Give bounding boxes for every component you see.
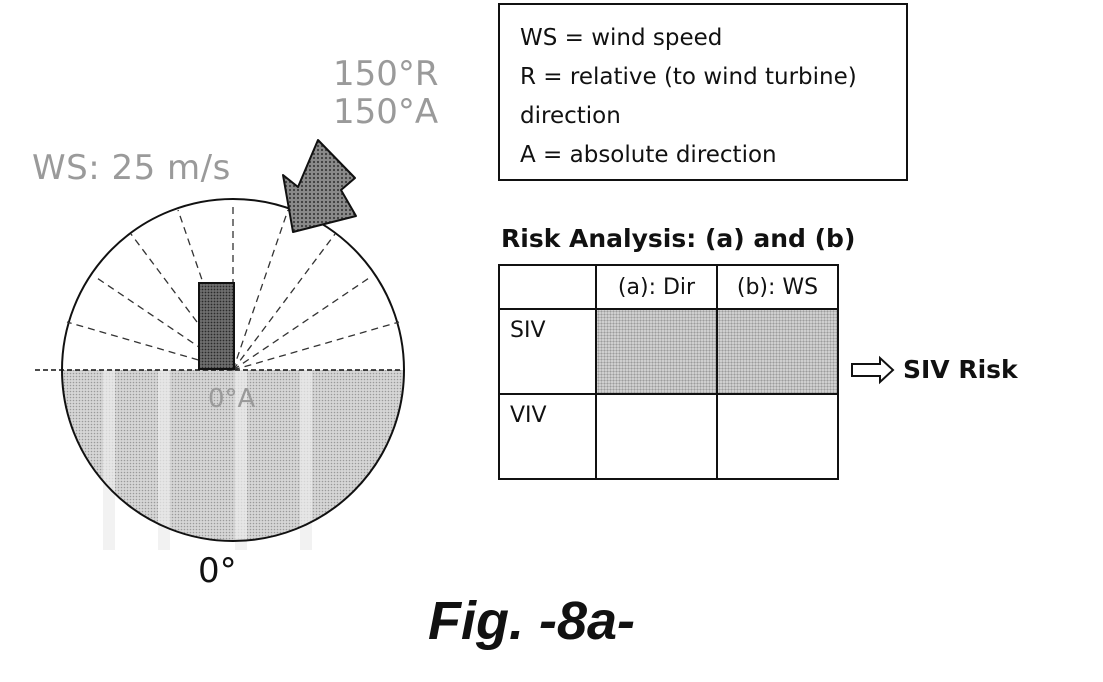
- row-label: SIV: [499, 309, 596, 394]
- turbine-bar: [199, 283, 234, 369]
- table-header-row: (a): Dir (b): WS: [499, 265, 838, 309]
- legend-line: direction: [520, 97, 886, 136]
- table-row: VIV: [499, 394, 838, 479]
- table-header-cell: (b): WS: [717, 265, 838, 309]
- table-header-cell: [499, 265, 596, 309]
- legend-line: A = absolute direction: [520, 136, 886, 175]
- zero-degree-label: 0°: [198, 551, 237, 591]
- row-label: VIV: [499, 394, 596, 479]
- wind-speed-label: WS: 25 m/s: [32, 148, 231, 188]
- legend-box: WS = wind speed R = relative (to wind tu…: [498, 3, 908, 181]
- absolute-direction-label: 150°A: [333, 94, 438, 130]
- result-arrow: [852, 358, 893, 382]
- table-row: SIV: [499, 309, 838, 394]
- figure-caption: Fig. -8a-: [428, 590, 635, 652]
- risk-cell-shaded: [717, 309, 838, 394]
- zero-absolute-label: 0°A: [208, 384, 255, 414]
- wind-direction-arrow: [283, 140, 356, 232]
- risk-analysis-table: (a): Dir (b): WS SIV VIV: [498, 264, 839, 480]
- risk-result-label: SIV Risk: [903, 355, 1018, 384]
- risk-cell: [596, 394, 717, 479]
- legend-line: R = relative (to wind turbine): [520, 58, 886, 97]
- table-header-cell: (a): Dir: [596, 265, 717, 309]
- risk-analysis-title: Risk Analysis: (a) and (b): [501, 224, 855, 253]
- relative-direction-label: 150°R: [333, 56, 439, 92]
- risk-cell-shaded: [596, 309, 717, 394]
- legend-line: WS = wind speed: [520, 19, 886, 58]
- risk-cell: [717, 394, 838, 479]
